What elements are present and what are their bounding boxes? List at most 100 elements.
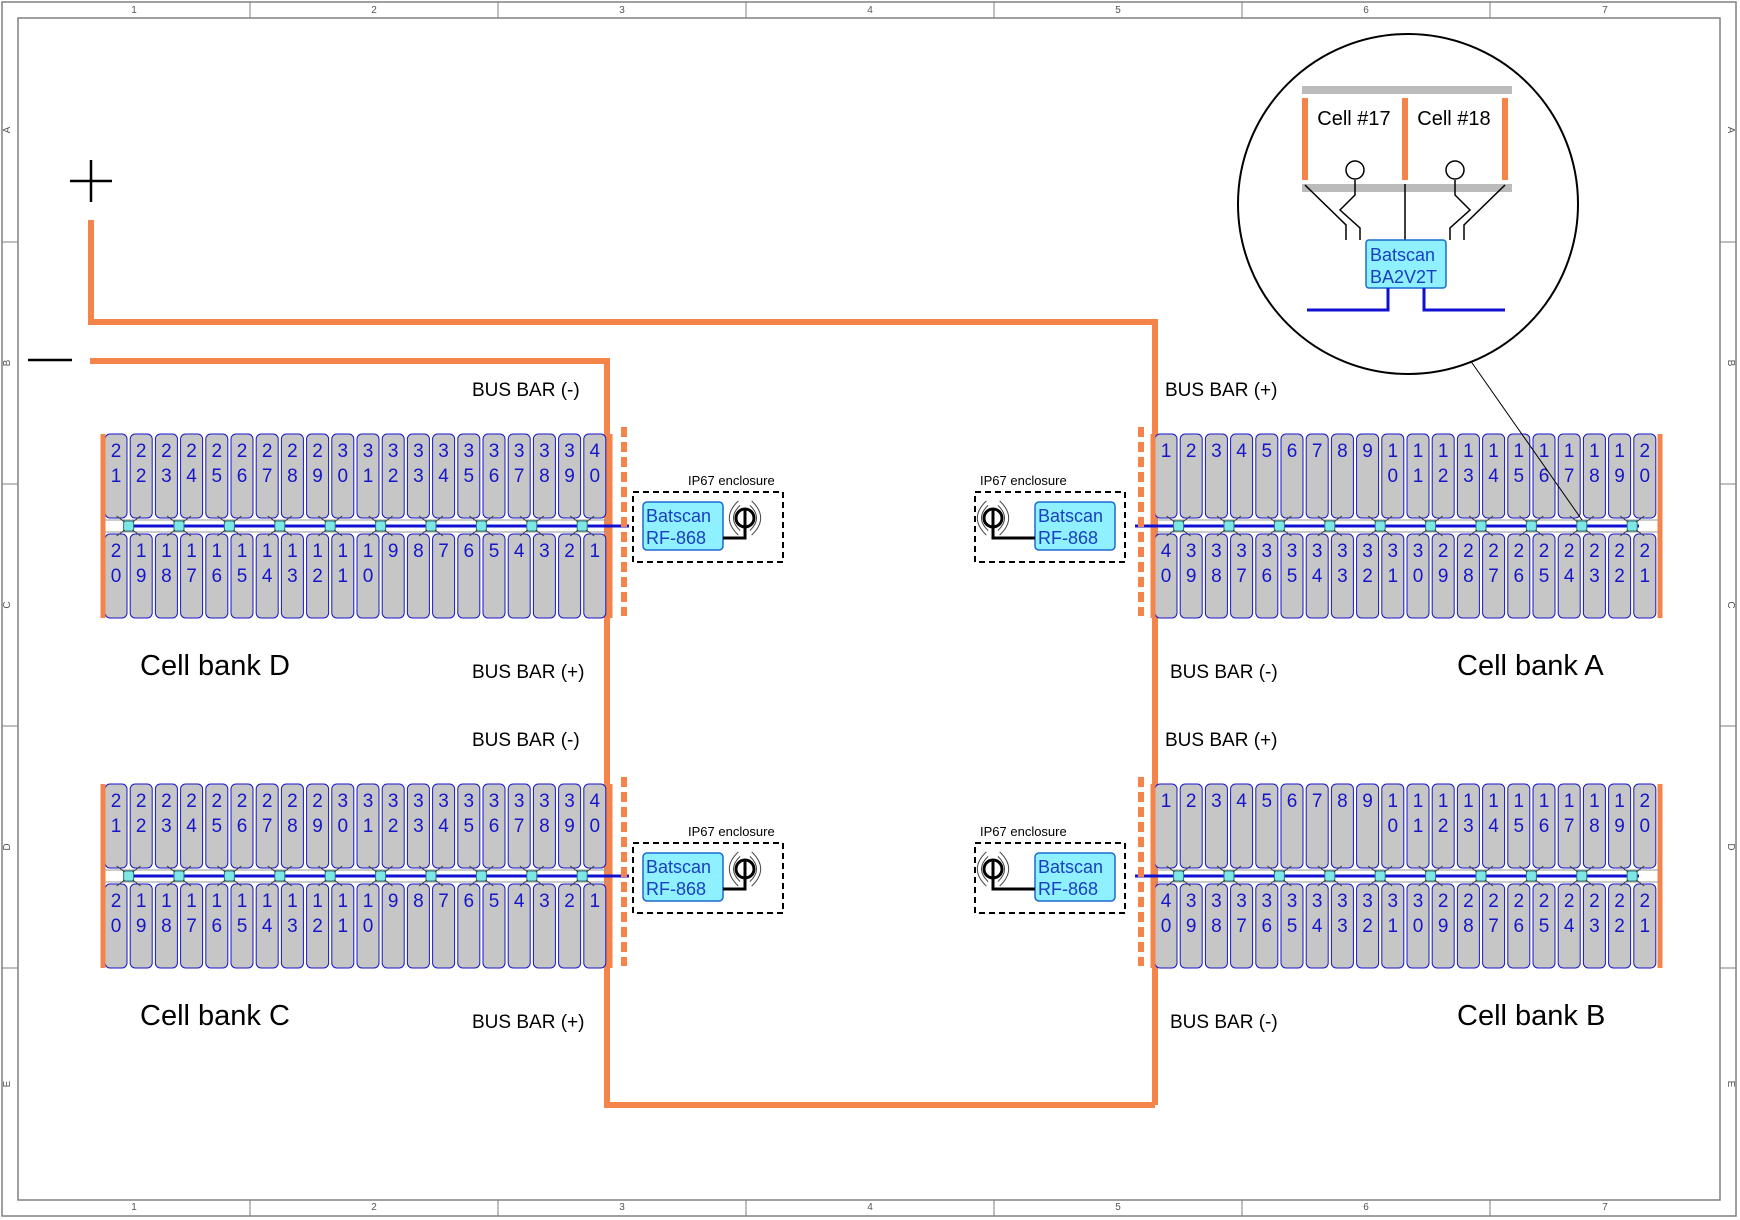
cell-number: 1 xyxy=(111,816,122,837)
ip67-enclosure xyxy=(632,842,784,914)
sensor-lead xyxy=(434,529,444,537)
sensor-lead xyxy=(1216,865,1226,873)
cell-body xyxy=(1179,883,1203,969)
antenna-icon xyxy=(723,500,762,540)
cell-number: 1 xyxy=(237,541,248,562)
sensor-lead xyxy=(317,529,327,537)
cell-number: 9 xyxy=(1186,566,1197,587)
cell-number: 6 xyxy=(489,466,500,487)
cell-body xyxy=(583,883,607,969)
enclosure-label: IP67 enclosure xyxy=(980,824,1067,839)
cell: 20 xyxy=(104,883,128,969)
cell-number: 1 xyxy=(136,541,147,562)
cell: 17 xyxy=(180,883,204,969)
cell-number: 2 xyxy=(1539,891,1550,912)
cell-body xyxy=(532,533,556,619)
cell-body xyxy=(457,783,481,869)
sensor-lead xyxy=(1317,515,1327,523)
cell-body xyxy=(1608,533,1632,619)
cell: 5 xyxy=(1255,433,1279,519)
cell-body xyxy=(1507,883,1531,969)
cell-body xyxy=(1633,533,1657,619)
cell-body xyxy=(1582,783,1606,869)
sensor-lead xyxy=(1468,515,1478,523)
sensor-lead xyxy=(384,865,393,873)
cell-body xyxy=(205,783,229,869)
sensor-lead xyxy=(418,865,428,873)
sensor-lead xyxy=(283,515,293,523)
cell-number: 4 xyxy=(1488,816,1499,837)
sensor-lead xyxy=(1535,865,1544,873)
cell: 1 xyxy=(1154,783,1178,869)
cell-body xyxy=(205,883,229,969)
cell-sensor xyxy=(576,870,588,882)
cell: 37 xyxy=(1230,533,1254,619)
cell-body xyxy=(356,533,380,619)
cell-number: 2 xyxy=(237,441,248,462)
cell-number: 3 xyxy=(1236,891,1247,912)
cell-number: 5 xyxy=(212,466,223,487)
sensor-lead xyxy=(333,879,343,887)
cell: 15 xyxy=(1507,433,1531,519)
cell-body xyxy=(1582,533,1606,619)
cell-number: 6 xyxy=(212,566,223,587)
sensor-lead xyxy=(1585,879,1595,887)
cell-number: 1 xyxy=(262,541,273,562)
detail-sense-wire xyxy=(1304,184,1347,240)
sensor-lead xyxy=(1182,529,1191,537)
sensor-lead xyxy=(116,865,125,873)
cell-sensor xyxy=(1324,520,1336,532)
cell-body xyxy=(381,533,405,619)
busbar-label-top: BUS BAR (-) xyxy=(472,730,580,751)
cell-number: 2 xyxy=(262,791,273,812)
cell: 14 xyxy=(1482,783,1506,869)
signal-wave xyxy=(749,505,758,531)
cell: 38 xyxy=(532,433,556,519)
cell-body xyxy=(1356,433,1380,519)
cell-number: 2 xyxy=(1614,541,1625,562)
detail-circle xyxy=(1237,33,1579,375)
cell-number: 5 xyxy=(1262,441,1273,462)
cell-number: 0 xyxy=(1640,466,1651,487)
cell: 28 xyxy=(280,783,304,869)
sensor-lead xyxy=(1267,515,1276,523)
cell: 27 xyxy=(255,433,279,519)
sensor-lead xyxy=(1468,529,1478,537)
cell: 21 xyxy=(1633,883,1657,969)
detail-bus-out xyxy=(1422,288,1505,312)
cell-number: 6 xyxy=(1539,816,1550,837)
frame-row-label-left: D xyxy=(2,843,13,850)
cell-body xyxy=(482,883,506,969)
cell-number: 9 xyxy=(312,816,323,837)
cell-body xyxy=(306,783,330,869)
cell-number: 0 xyxy=(1413,566,1424,587)
cell: 30 xyxy=(331,433,355,519)
cell-sensor xyxy=(475,520,487,532)
cell-number: 4 xyxy=(438,466,449,487)
cell: 38 xyxy=(1204,883,1228,969)
cell: 30 xyxy=(331,783,355,869)
cell-number: 3 xyxy=(413,791,424,812)
cell: 4 xyxy=(507,883,531,969)
cell-number: 9 xyxy=(312,466,323,487)
frame-column-label-top: 5 xyxy=(1115,5,1121,16)
cell: 19 xyxy=(129,883,153,969)
frame-row-label-right: D xyxy=(1725,843,1736,850)
cell-sensor xyxy=(1576,520,1588,532)
cell-number: 6 xyxy=(464,891,475,912)
signal-wave xyxy=(749,856,758,882)
cell-body xyxy=(356,783,380,869)
cell-number: 1 xyxy=(1438,791,1449,812)
cell-number: 0 xyxy=(338,816,349,837)
cell: 17 xyxy=(1557,783,1581,869)
ip67-enclosure xyxy=(974,842,1126,914)
sensor-lead xyxy=(1519,529,1528,537)
cell: 27 xyxy=(255,783,279,869)
cell-number: 2 xyxy=(237,791,248,812)
cell-body xyxy=(1431,783,1455,869)
cell-number: 3 xyxy=(388,791,399,812)
sensor-lead xyxy=(1418,865,1427,873)
cell-number: 2 xyxy=(1589,541,1600,562)
